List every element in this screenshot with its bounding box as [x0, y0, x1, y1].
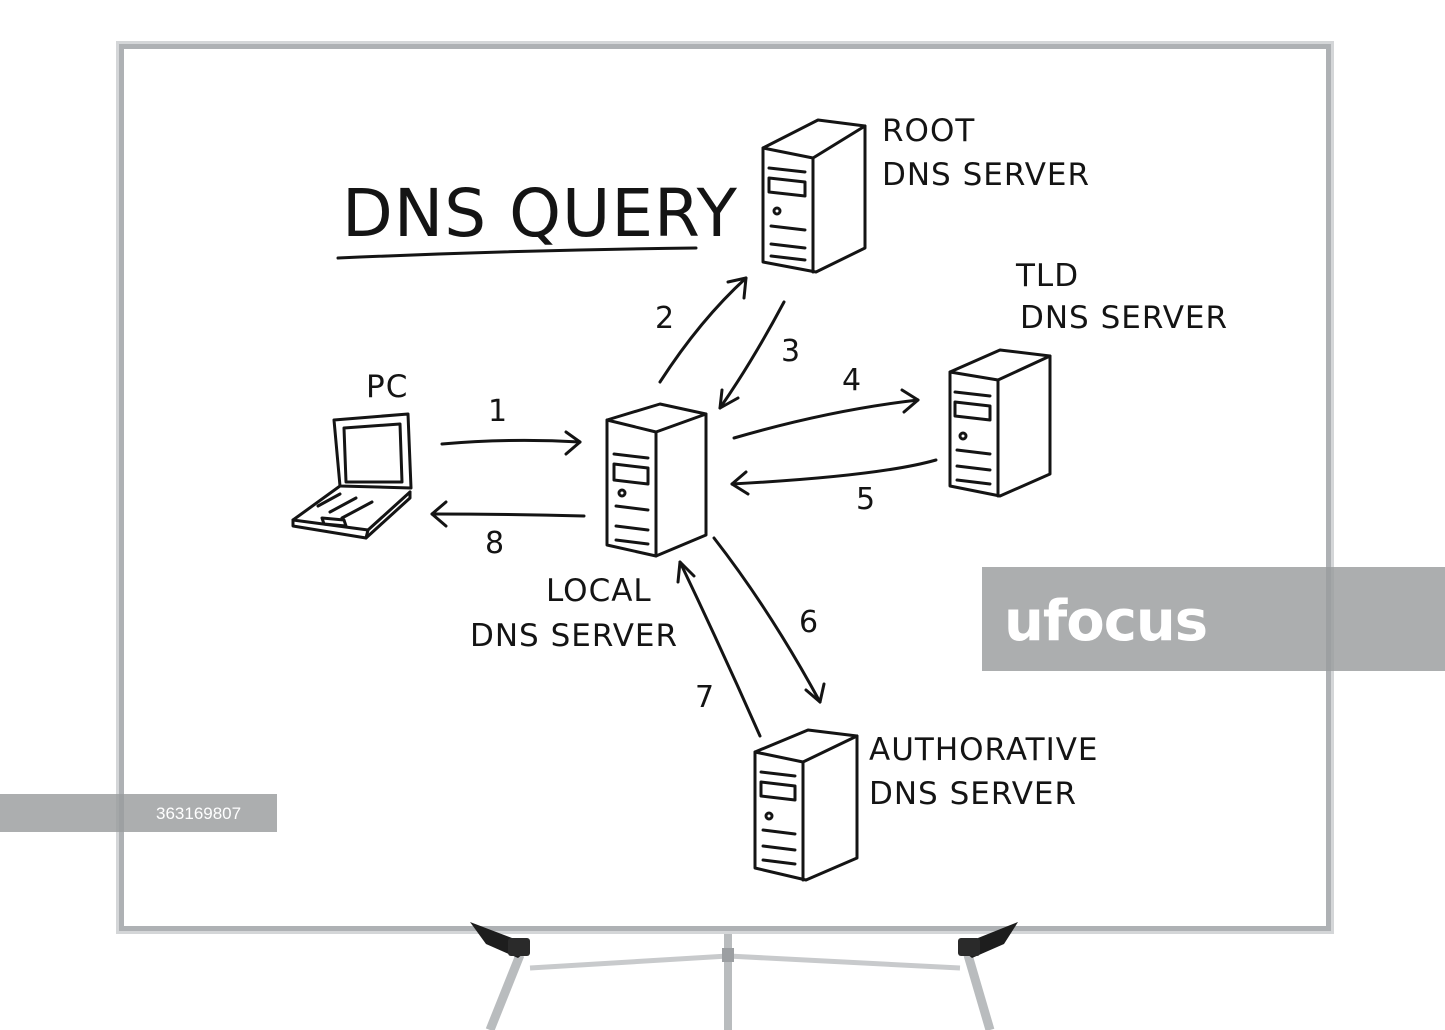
arrow-step-8	[430, 500, 586, 528]
tld-label-line2: DNS SERVER	[1020, 300, 1228, 336]
tld-dns-server-icon	[948, 348, 1052, 498]
local-dns-server-icon	[605, 402, 708, 558]
local-label-line2: DNS SERVER	[470, 618, 678, 654]
title-underline	[336, 246, 698, 260]
root-dns-server-icon	[761, 118, 867, 274]
tld-label-line1: TLD	[1015, 258, 1079, 294]
step-number: 7	[695, 680, 714, 715]
local-label-line1: LOCAL	[546, 573, 652, 609]
step-number: 6	[799, 605, 818, 640]
root-label-line2: DNS SERVER	[882, 157, 1090, 193]
watermark-brand-text: ufocus	[1004, 589, 1207, 654]
arrow-step-1	[440, 430, 582, 456]
arrow-step-2	[658, 276, 748, 384]
pc-laptop-icon	[291, 412, 413, 540]
step-number: 3	[781, 334, 800, 369]
step-number: 1	[488, 394, 507, 429]
arrow-step-5	[730, 458, 938, 496]
auth-label-line2: DNS SERVER	[869, 776, 1077, 812]
easel-clamps	[470, 922, 1018, 958]
pc-label: PC	[366, 369, 408, 405]
diagram-title: DNS QUERY	[342, 175, 738, 252]
arrow-step-3	[718, 300, 786, 410]
arrow-step-6	[712, 536, 826, 704]
easel	[485, 930, 995, 1030]
arrow-step-7	[676, 560, 762, 738]
root-label-line1: ROOT	[882, 113, 975, 149]
authoritative-dns-server-icon	[753, 728, 859, 882]
step-number: 2	[655, 301, 674, 336]
watermark-id-band: 363169807	[0, 794, 277, 832]
whiteboard	[116, 41, 1334, 934]
watermark-image-id: 363169807	[156, 804, 241, 823]
step-number: 5	[856, 482, 875, 517]
arrow-step-4	[732, 388, 920, 440]
auth-label-line1: AUTHORATIVE	[869, 732, 1099, 768]
watermark-logo: ufocus	[982, 567, 1445, 671]
step-number: 8	[485, 526, 504, 561]
step-number: 4	[842, 363, 861, 398]
